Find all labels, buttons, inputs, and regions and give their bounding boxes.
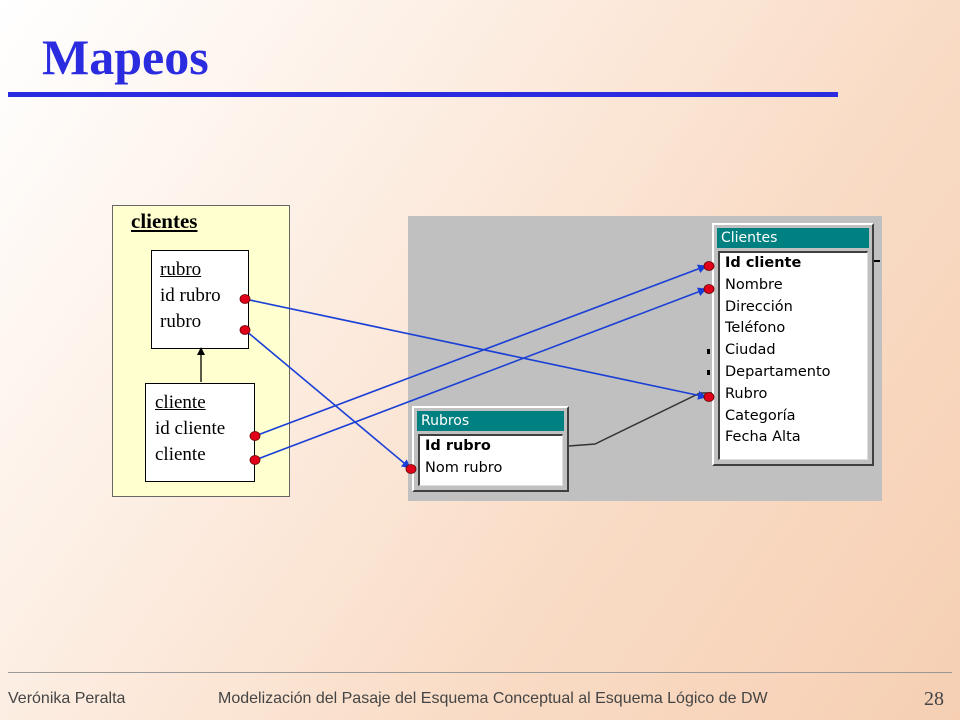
footer-divider [8, 672, 952, 673]
cliente-entity-name: cliente [155, 392, 206, 413]
rubros-table-fields: Id rubro Nom rubro [418, 434, 563, 486]
clientes-field-categoria: Categoría [725, 407, 796, 424]
clientes-table-header: Clientes [717, 228, 869, 248]
cliente-entity: cliente id cliente cliente [145, 383, 255, 482]
clientes-field-direccion: Dirección [725, 298, 793, 315]
cliente-entity-attr-id: id cliente [155, 418, 226, 439]
clientes-field-telefono: Teléfono [725, 320, 786, 337]
rubros-field-id-rubro: Id rubro [425, 438, 491, 454]
footer-author: Verónika Peralta [8, 690, 126, 707]
clientes-field-departamento: Departamento [725, 363, 831, 380]
clientes-table: Clientes Id cliente Nombre Dirección Tel… [712, 223, 874, 466]
title-underline [8, 92, 838, 97]
page-number: 28 [924, 688, 944, 710]
clientes-field-id-cliente: Id cliente [725, 255, 802, 271]
rubros-field-nom-rubro: Nom rubro [425, 459, 503, 476]
clientes-field-ciudad: Ciudad [725, 342, 776, 359]
cliente-entity-attr-name: cliente [155, 444, 206, 465]
rubro-entity-attr-id: id rubro [160, 285, 221, 306]
logical-schema-screenshot: Clientes Id cliente Nombre Dirección Tel… [408, 216, 882, 501]
clientes-field-nombre: Nombre [725, 276, 783, 293]
rubros-table-header: Rubros [417, 411, 564, 431]
clientes-table-fields: Id cliente Nombre Dirección Teléfono Ciu… [718, 251, 868, 460]
rubro-entity: rubro id rubro rubro [151, 250, 249, 349]
clientes-field-fecha-alta: Fecha Alta [725, 429, 801, 446]
rubro-entity-attr-name: rubro [160, 311, 202, 332]
rubro-entity-name: rubro [160, 259, 202, 280]
conceptual-schema-box: clientes rubro id rubro rubro cliente id… [112, 205, 290, 497]
rubros-table: Rubros Id rubro Nom rubro [412, 406, 569, 492]
slide-title: Mapeos [42, 29, 209, 85]
conceptual-schema-title: clientes [131, 209, 198, 233]
footer-course-title: Modelización del Pasaje del Esquema Conc… [218, 690, 768, 707]
clientes-field-rubro: Rubro [725, 385, 768, 402]
